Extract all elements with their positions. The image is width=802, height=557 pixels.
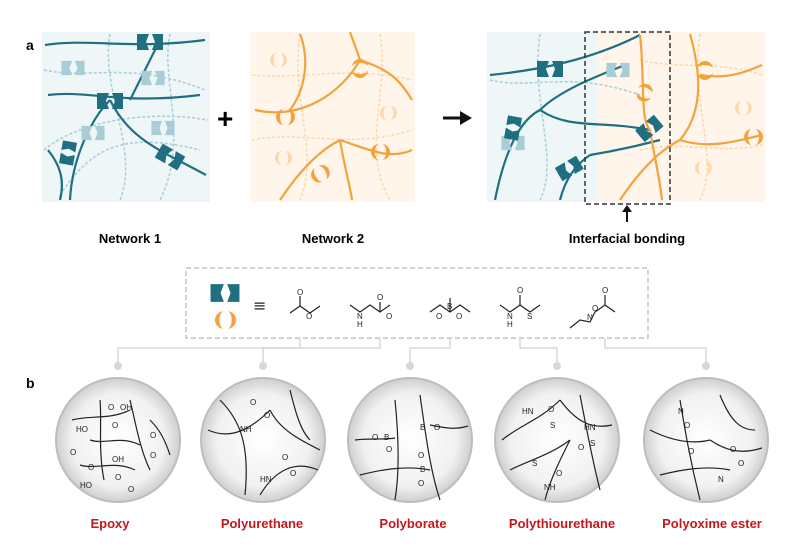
borate-o-2: O [456, 312, 462, 321]
pu-atom-5: O [290, 469, 296, 478]
polythiourethane-circle: HN O S HN O S S O NH [494, 377, 620, 503]
epoxy-atom-7: O [70, 448, 76, 457]
pb-atom-6: O [418, 451, 424, 460]
pu-atom-4: O [282, 453, 288, 462]
pb-atom-1: O [372, 433, 378, 442]
connector-dots [114, 362, 710, 370]
panel-b-letter: b [26, 375, 35, 391]
carbamate-n: N [357, 312, 363, 321]
network-2-diagram [250, 31, 415, 202]
polyurethane-circle: O O NH O O HN [200, 377, 326, 503]
epoxy-atom-9: HO [80, 481, 92, 490]
plus-sign: + [217, 103, 233, 134]
epoxy-atom-10: OH [112, 455, 124, 464]
legend-connectors [117, 338, 707, 362]
interfacial-bonding-label: Interfacial bonding [569, 231, 685, 246]
pu-atom-2: O [264, 411, 270, 420]
epoxy-atom-6: O [150, 451, 156, 460]
thio-o-top: O [517, 286, 523, 295]
poe-atom-3: O [688, 447, 694, 456]
network-1-diagram [42, 32, 210, 202]
pb-atom-5: O [434, 423, 440, 432]
ptu-atom-5: O [578, 443, 584, 452]
up-arrow-icon [622, 205, 632, 222]
pu-atom-6: HN [260, 475, 272, 484]
ptu-atom-7: S [532, 459, 537, 468]
thio-n: N [507, 312, 513, 321]
polyurethane-label: Polyurethane [221, 516, 303, 531]
carbamate-o-top: O [377, 293, 383, 302]
oxime-o-top: O [602, 286, 608, 295]
pb-atom-4: B [420, 423, 425, 432]
polythiourethane-label: Polythiourethane [509, 516, 615, 531]
network-1-label: Network 1 [99, 231, 161, 246]
pb-atom-7: B [420, 465, 425, 474]
ptu-atom-1: HN [522, 407, 534, 416]
epoxy-label: Epoxy [90, 516, 130, 531]
polyborate-circle: O B O B O O B O [347, 377, 473, 503]
panel-a-letter: a [26, 37, 34, 53]
equivalence-sign: ≡ [253, 296, 266, 315]
thio-h: H [507, 320, 513, 329]
ptu-atom-9: NH [544, 483, 556, 492]
ptu-atom-2: O [548, 405, 554, 414]
oxime-n: N [587, 313, 593, 322]
ester-o: O [306, 312, 312, 321]
ester-o-top: O [297, 288, 303, 297]
ptu-atom-8: O [556, 469, 562, 478]
polyborate-label: Polyborate [379, 516, 446, 531]
epoxy-atom-12: O [128, 485, 134, 494]
epoxy-atom-11: O [115, 473, 121, 482]
epoxy-atom-1: HO [76, 425, 88, 434]
oxime-o: O [592, 304, 598, 313]
carbamate-o: O [386, 312, 392, 321]
poe-atom-5: O [738, 459, 744, 468]
borate-b: B [447, 302, 452, 311]
pb-atom-8: O [418, 479, 424, 488]
ptu-atom-6: S [590, 439, 595, 448]
polyoxime-ester-label: Polyoxime ester [662, 516, 762, 531]
merged-network-diagram [487, 31, 765, 222]
pu-atom-3: NH [240, 425, 252, 434]
epoxy-atom-3: O [108, 403, 114, 412]
epoxy-atom-2: OH [120, 403, 132, 412]
poe-atom-1: N [678, 407, 684, 416]
ptu-atom-3: S [550, 421, 555, 430]
poe-atom-4: O [730, 445, 736, 454]
interface-highlight-box [584, 31, 671, 205]
bond-legend: ≡ O O N H O O O B O N H O S [185, 267, 649, 339]
network-2-label: Network 2 [302, 231, 364, 246]
borate-o-1: O [436, 312, 442, 321]
pu-atom-1: O [250, 398, 256, 407]
polyoxime-ester-circle: N O O O O N [643, 377, 769, 503]
epoxy-circle: HO OH O O O O O O HO OH O O [55, 377, 181, 503]
epoxy-atom-4: O [112, 421, 118, 430]
pb-atom-2: B [384, 433, 389, 442]
thio-s: S [527, 312, 532, 321]
ptu-atom-4: HN [584, 423, 596, 432]
carbamate-h: H [357, 320, 363, 329]
pb-atom-3: O [386, 445, 392, 454]
right-arrow-icon [443, 111, 472, 125]
poe-atom-6: N [718, 475, 724, 484]
poe-atom-2: O [684, 421, 690, 430]
epoxy-atom-8: O [88, 463, 94, 472]
epoxy-atom-5: O [150, 431, 156, 440]
